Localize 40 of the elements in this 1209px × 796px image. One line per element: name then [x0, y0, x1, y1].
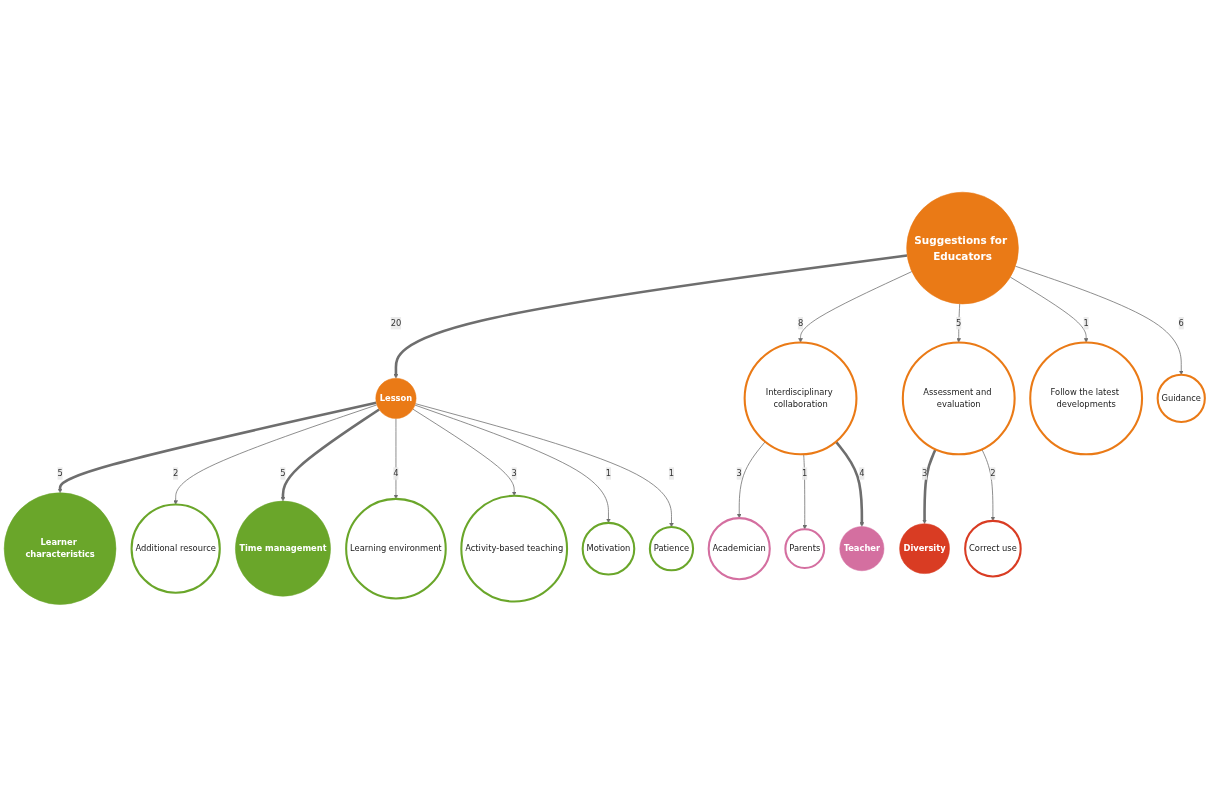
edge-label: 4	[859, 467, 865, 478]
node-circle: Motivation	[581, 521, 636, 576]
edge-label: 1	[668, 467, 675, 478]
edge-label: 1	[1083, 317, 1089, 328]
node-circle: Lesson	[375, 377, 417, 419]
node-circle: Suggestions for Educators	[906, 191, 1019, 304]
node-circle: Time management	[235, 500, 331, 597]
arrow	[922, 448, 937, 524]
node-circle: Correct use	[964, 519, 1022, 578]
node-circle: Additional resource	[130, 503, 221, 594]
node-circle: Parents	[784, 527, 826, 569]
edge-label: 5	[57, 467, 63, 478]
edge-label: 6	[1178, 317, 1184, 328]
edge-label: 4	[393, 467, 399, 478]
arrow	[57, 401, 377, 493]
node-circle: Assessment and evaluation	[901, 341, 1016, 455]
edge-label: 1	[605, 467, 612, 478]
node-circle: Learner characteristics	[3, 492, 117, 605]
node-circle: Diversity	[899, 523, 950, 574]
edge-label: 2	[990, 467, 996, 478]
node-circle: Guidance	[1156, 373, 1206, 423]
node-circle: Learning environment	[345, 497, 447, 600]
node-circle: Activity-based teaching	[460, 494, 569, 603]
edge-label: 5	[956, 317, 962, 328]
node-circle: Academician	[707, 516, 771, 580]
edge-label: 3	[511, 467, 517, 478]
edge-label: 3	[921, 467, 928, 478]
arrow	[393, 253, 908, 379]
edge-label: 5	[280, 467, 286, 478]
arrow	[834, 440, 865, 527]
edge-label: 20	[390, 317, 402, 328]
node-circle: Follow the latest developments	[1029, 341, 1144, 455]
node-circle: Teacher	[839, 525, 885, 571]
arrow	[280, 408, 380, 501]
edge-label: 3	[736, 467, 742, 478]
node-circle: Interdisciplinary collaboration	[743, 341, 858, 455]
edge-label: 2	[173, 467, 179, 478]
edge-label: 8	[797, 317, 804, 328]
edge-label: 1	[802, 467, 808, 478]
node-circle: Patience	[648, 525, 695, 571]
